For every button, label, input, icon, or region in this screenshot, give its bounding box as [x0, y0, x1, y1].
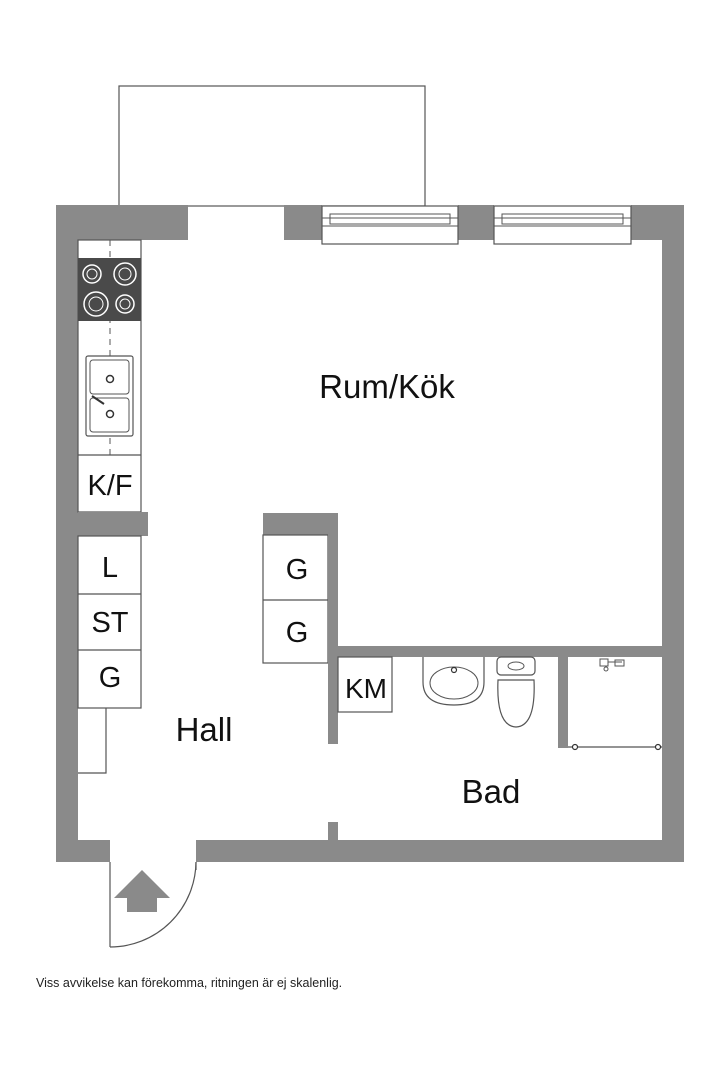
- washing-machine-outline: [337, 656, 393, 713]
- window-left: [321, 205, 459, 245]
- left-closets: [77, 535, 142, 774]
- entrance-door: [109, 861, 197, 948]
- balcony-outline: [118, 85, 426, 207]
- entrance-arrow-icon: [114, 870, 170, 912]
- room-label-hall: Hall: [176, 711, 233, 748]
- fixture-label-washing-machine: KM: [345, 673, 387, 704]
- bathroom-sink-icon: [422, 657, 485, 706]
- fixture-label-fridge-freezer: K/F: [87, 470, 132, 502]
- shower-icon: [558, 657, 662, 751]
- fixture-label-closet-g-left: G: [99, 662, 122, 694]
- inner-walls: [328, 513, 662, 840]
- kitchen-partition-wall: [78, 512, 148, 536]
- outer-walls: [56, 205, 684, 862]
- room-label-living-kitchen: Rum/Kök: [319, 368, 455, 405]
- fixture-label-closet-l: L: [102, 552, 118, 584]
- kitchen-sink-icon: [85, 355, 134, 437]
- toilet-icon: [496, 656, 536, 728]
- room-label-bath: Bad: [462, 773, 521, 810]
- fixture-label-closet-g-mid-top: G: [286, 554, 309, 586]
- fixture-label-closet-g-mid-bottom: G: [286, 617, 309, 649]
- stove-icon: [78, 258, 141, 321]
- window-right: [493, 205, 632, 245]
- fixture-label-closet-st: ST: [91, 607, 128, 639]
- disclaimer-text: Viss avvikelse kan förekomma, ritningen …: [36, 976, 343, 990]
